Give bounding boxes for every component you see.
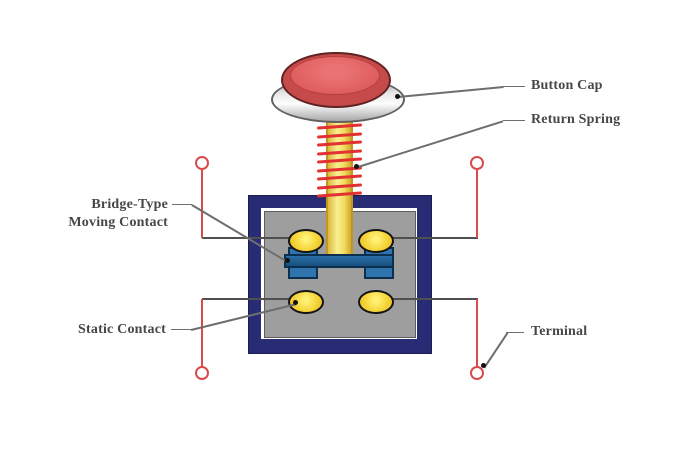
terminal-wire-top-left xyxy=(201,170,203,238)
terminal-wire-bottom-right xyxy=(476,299,478,367)
label-static-contact: Static Contact xyxy=(78,322,166,337)
leader-static-contact-dash xyxy=(171,328,191,330)
leader-bridge-dash xyxy=(172,203,192,205)
terminal-ring-bottom-left xyxy=(195,366,209,380)
leader-return-spring-dash xyxy=(503,119,525,121)
static-contact-upper-left xyxy=(288,229,324,253)
label-terminal: Terminal xyxy=(531,324,588,339)
leader-terminal-dash xyxy=(506,331,524,333)
terminal-ring-top-left xyxy=(195,156,209,170)
terminal-wire-bottom-left xyxy=(201,299,203,367)
leader-terminal-diagonal xyxy=(483,331,508,368)
conductor-lower-left xyxy=(202,298,292,300)
dot-bridge-contact xyxy=(284,257,290,263)
label-bridge-moving-contact: Bridge-Type Moving Contact xyxy=(68,197,168,230)
dot-terminal xyxy=(481,363,486,368)
terminal-wire-top-right xyxy=(476,170,478,238)
label-return-spring: Return Spring xyxy=(531,112,621,127)
static-contact-upper-right xyxy=(358,229,394,253)
conductor-upper-right xyxy=(387,237,478,239)
dot-button-cap xyxy=(394,94,400,99)
leader-button-cap-diagonal xyxy=(397,85,504,97)
terminal-ring-bottom-right xyxy=(470,366,484,380)
leader-button-cap-dash xyxy=(503,85,525,87)
button-cap-top xyxy=(290,56,380,95)
bridge-moving-contact-bar xyxy=(284,254,394,268)
terminal-ring-top-right xyxy=(470,156,484,170)
conductor-lower-right xyxy=(387,298,478,300)
label-button-cap: Button Cap xyxy=(531,78,603,93)
dot-static-contact xyxy=(293,300,298,305)
static-contact-lower-right xyxy=(358,290,394,314)
dot-return-spring xyxy=(354,164,359,169)
